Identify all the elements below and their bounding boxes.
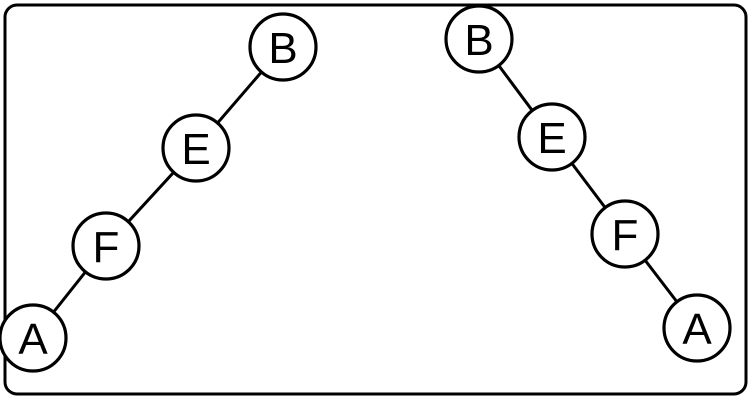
tree-node-F xyxy=(71,211,141,281)
node-label-F: F xyxy=(93,223,120,272)
node-label-A: A xyxy=(682,305,712,354)
tree-node-B xyxy=(248,12,318,82)
node-label-B: B xyxy=(464,16,493,65)
left-chain: B E FA xyxy=(0,12,318,373)
diagram-border xyxy=(3,3,748,396)
node-label-F: F xyxy=(612,211,639,260)
node-label-E: E xyxy=(181,125,210,174)
tree-node-E xyxy=(161,113,231,183)
tree-node-A xyxy=(662,293,732,363)
tree-node-B xyxy=(444,4,514,74)
tree-node-E xyxy=(517,102,587,172)
tree-node-A xyxy=(0,303,68,373)
tree-node-F xyxy=(590,199,660,269)
node-label-E: E xyxy=(537,114,566,163)
node-label-B: B xyxy=(268,24,297,73)
node-label-A: A xyxy=(18,315,48,364)
